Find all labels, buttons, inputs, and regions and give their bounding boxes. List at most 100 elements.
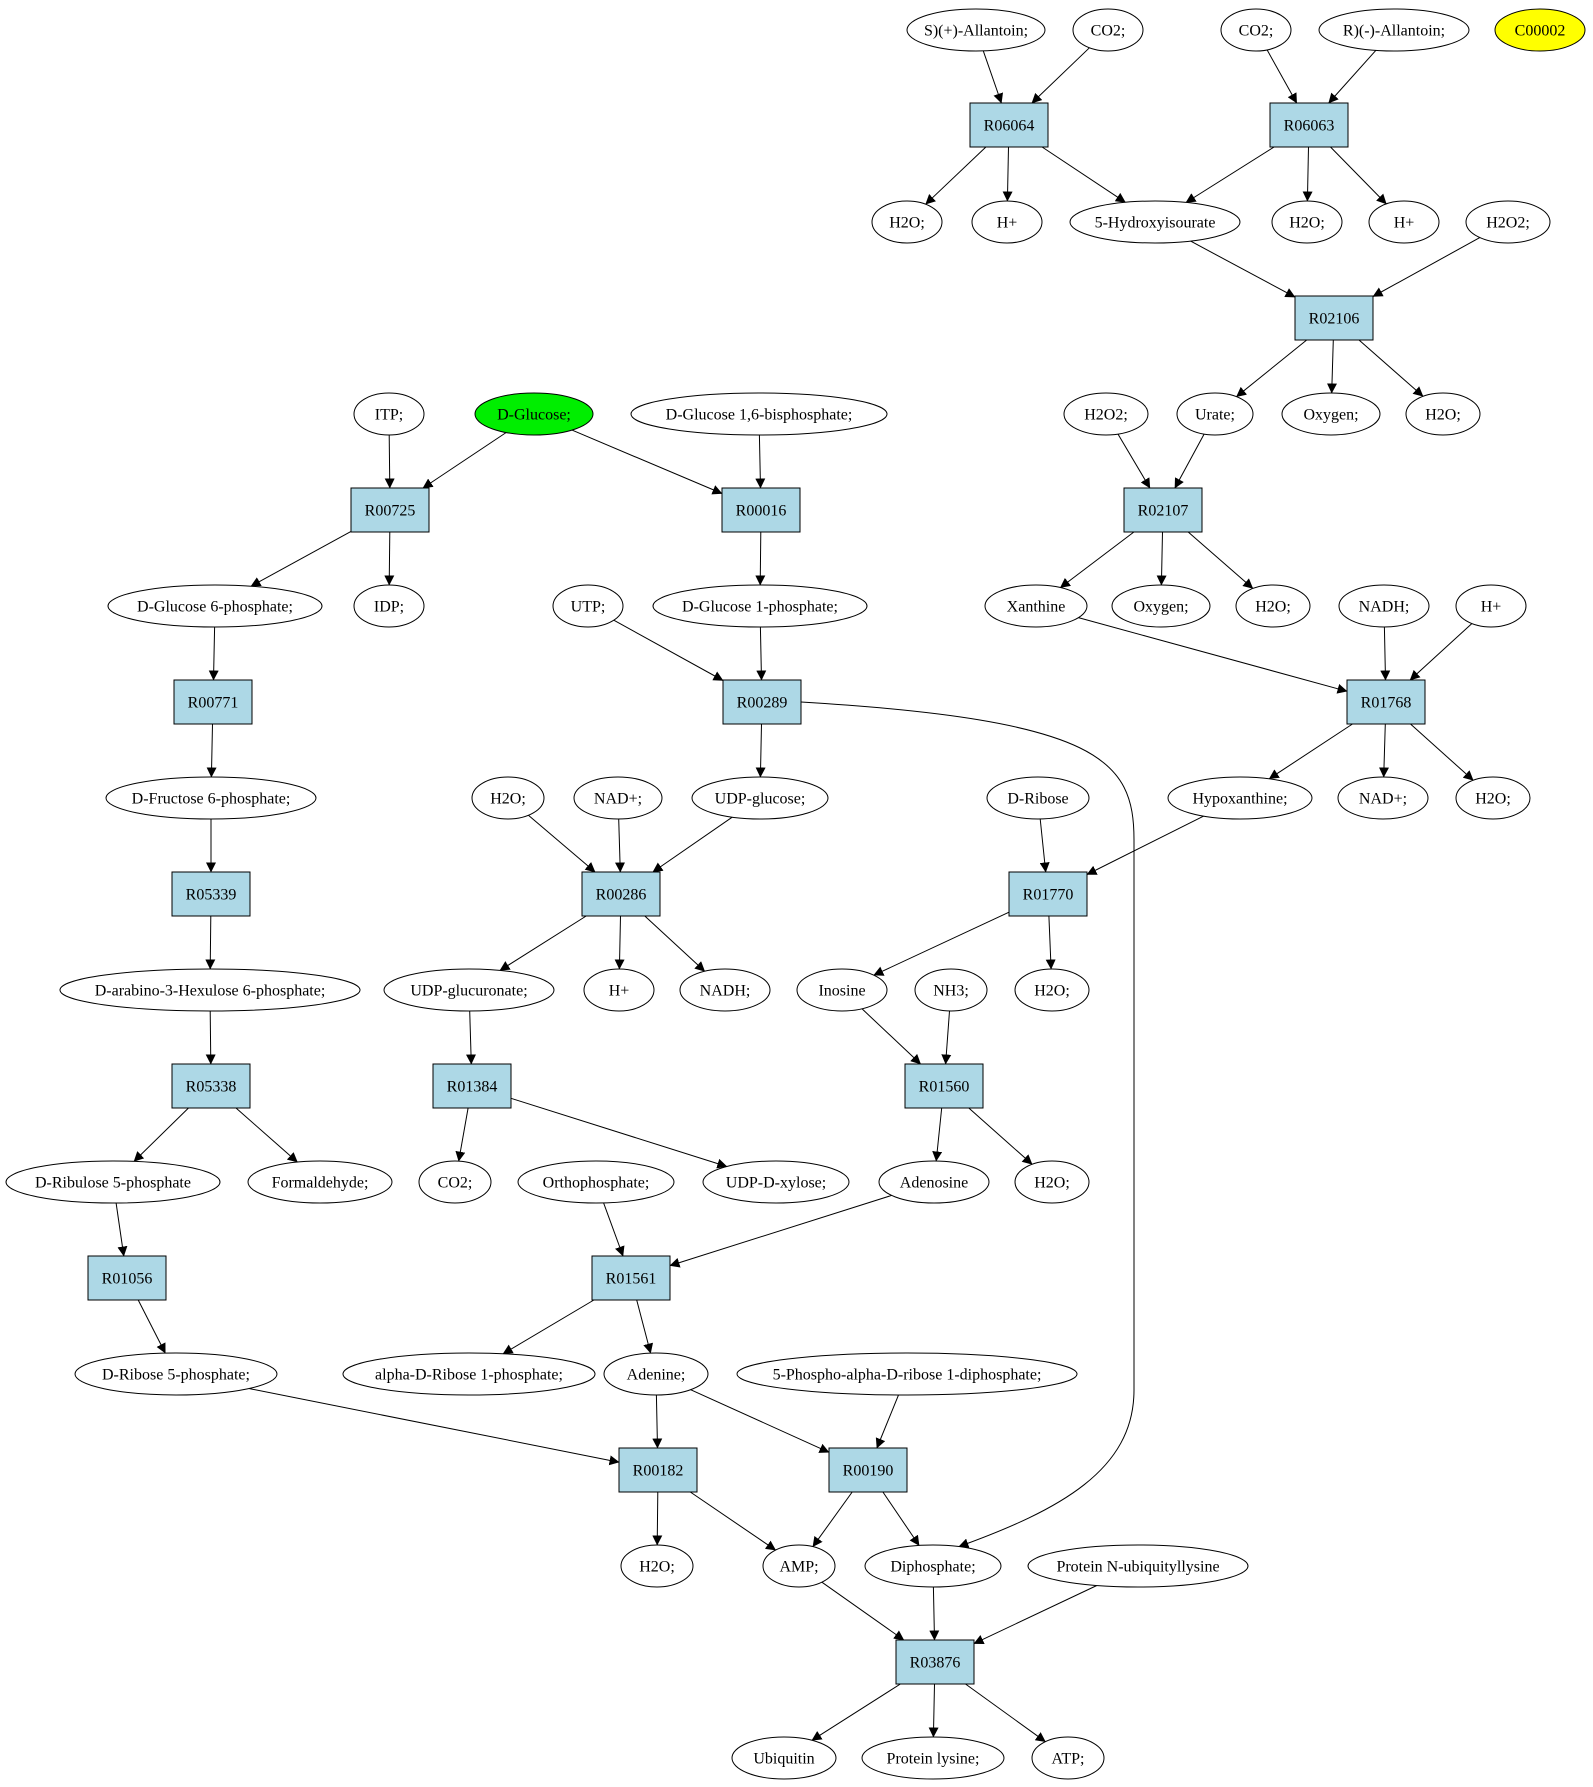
metabolite-node-ribose1p[interactable]: alpha-D-Ribose 1-phosphate; — [342, 1352, 596, 1396]
metabolite-node-dribose[interactable]: D-Ribose — [986, 776, 1090, 820]
reaction-node-r00289[interactable]: R00289 — [722, 679, 802, 725]
metabolite-node-atp[interactable]: ATP; — [1031, 1736, 1105, 1780]
metabolite-node-hplus-2[interactable]: H+ — [1368, 200, 1440, 244]
reaction-node-r00771[interactable]: R00771 — [173, 679, 253, 725]
metabolite-node-orthophosphate[interactable]: Orthophosphate; — [517, 1160, 675, 1204]
metabolite-node-adenosine[interactable]: Adenosine — [878, 1160, 990, 1204]
metabolite-label: Ubiquitin — [753, 1751, 814, 1768]
metabolite-node-hydroxyisourate[interactable]: 5-Hydroxyisourate — [1069, 200, 1241, 244]
metabolite-node-idp[interactable]: IDP; — [353, 584, 425, 628]
metabolite-node-sallantoin[interactable]: S)(+)-Allantoin; — [906, 8, 1046, 52]
metabolite-node-protubiq[interactable]: Protein N-ubiquityllysine — [1027, 1544, 1249, 1588]
metabolite-node-h2o-8[interactable]: H2O; — [1014, 1160, 1090, 1204]
metabolite-node-h2o2-1[interactable]: H2O2; — [1465, 200, 1551, 244]
metabolite-node-h2o-6[interactable]: H2O; — [1455, 776, 1531, 820]
metabolite-node-hplus-3[interactable]: H+ — [1455, 584, 1527, 628]
metabolite-node-nadh-2[interactable]: NADH; — [679, 968, 771, 1012]
reaction-node-r00286[interactable]: R00286 — [581, 871, 661, 917]
metabolite-node-oxygen-1[interactable]: Oxygen; — [1281, 392, 1381, 436]
metabolite-ellipse — [1318, 8, 1470, 52]
metabolite-label: Protein lysine; — [887, 1751, 980, 1768]
reaction-node-r00725[interactable]: R00725 — [350, 487, 430, 533]
metabolite-node-utp[interactable]: UTP; — [552, 584, 624, 628]
reaction-node-r05339[interactable]: R05339 — [171, 871, 251, 917]
metabolite-node-diphosphate[interactable]: Diphosphate; — [864, 1544, 1002, 1588]
metabolite-ellipse — [1027, 1544, 1249, 1588]
metabolite-node-h2o-5[interactable]: H2O; — [471, 776, 545, 820]
reaction-box — [350, 487, 430, 533]
metabolite-node-urate[interactable]: Urate; — [1176, 392, 1254, 436]
reaction-node-r01561[interactable]: R01561 — [591, 1255, 671, 1301]
metabolite-label: Adenine; — [627, 1367, 686, 1384]
metabolite-node-h2o-4[interactable]: H2O; — [1235, 584, 1311, 628]
metabolite-node-nh3[interactable]: NH3; — [914, 968, 988, 1012]
reaction-box — [591, 1255, 671, 1301]
metabolite-node-prpp[interactable]: 5-Phospho-alpha-D-ribose 1-diphosphate; — [736, 1352, 1078, 1396]
metabolite-node-nadplus-2[interactable]: NAD+; — [1337, 776, 1429, 820]
metabolite-node-udpglucuronate[interactable]: UDP-glucuronate; — [383, 968, 555, 1012]
metabolite-ellipse — [1014, 968, 1090, 1012]
reaction-node-r00182[interactable]: R00182 — [618, 1447, 698, 1493]
reaction-node-r01560[interactable]: R01560 — [904, 1063, 984, 1109]
metabolite-node-formaldehyde[interactable]: Formaldehyde; — [247, 1160, 393, 1204]
metabolite-node-hplus-1[interactable]: H+ — [971, 200, 1043, 244]
metabolite-node-c00002[interactable]: C00002 — [1494, 8, 1586, 52]
metabolite-node-inosine[interactable]: Inosine — [796, 968, 888, 1012]
reaction-node-r01056[interactable]: R01056 — [87, 1255, 167, 1301]
metabolite-node-f6p[interactable]: D-Fructose 6-phosphate; — [105, 776, 317, 820]
metabolite-node-hexulose6p[interactable]: D-arabino-3-Hexulose 6-phosphate; — [59, 968, 361, 1012]
metabolite-node-ribose5p[interactable]: D-Ribose 5-phosphate; — [74, 1352, 278, 1396]
edge-r_R00725-to-m_g6p — [250, 530, 352, 587]
metabolite-node-g16bp[interactable]: D-Glucose 1,6-bisphosphate; — [630, 392, 888, 436]
metabolite-node-h2o-9[interactable]: H2O; — [620, 1544, 694, 1588]
reaction-node-r03876[interactable]: R03876 — [895, 1639, 975, 1685]
metabolite-node-adenine[interactable]: Adenine; — [603, 1352, 709, 1396]
edge-m_h2o2_2-to-r_R02107 — [1117, 433, 1151, 489]
reaction-node-r01770[interactable]: R01770 — [1008, 871, 1088, 917]
metabolite-node-nadplus-1[interactable]: NAD+; — [573, 776, 663, 820]
metabolite-node-g1p[interactable]: D-Glucose 1-phosphate; — [652, 584, 868, 628]
metabolite-node-h2o-3[interactable]: H2O; — [1405, 392, 1481, 436]
reaction-label: R01768 — [1361, 695, 1412, 712]
edge-r_R01561-to-m_ribose1p — [502, 1299, 595, 1355]
reaction-node-r02107[interactable]: R02107 — [1123, 487, 1203, 533]
edge-m_orthophosphate-to-r_R01561 — [603, 1202, 625, 1257]
metabolite-node-udpxylose[interactable]: UDP-D-xylose; — [702, 1160, 850, 1204]
reaction-node-r01768[interactable]: R01768 — [1346, 679, 1426, 725]
metabolite-node-proteinlysine[interactable]: Protein lysine; — [861, 1736, 1005, 1780]
metabolite-node-amp[interactable]: AMP; — [762, 1544, 836, 1588]
metabolite-node-h2o-1[interactable]: H2O; — [871, 200, 943, 244]
metabolite-node-ubiquitin[interactable]: Ubiquitin — [731, 1736, 837, 1780]
metabolite-node-co2-b[interactable]: CO2; — [1220, 8, 1292, 52]
reaction-node-r01384[interactable]: R01384 — [432, 1063, 512, 1109]
reaction-node-r00016[interactable]: R00016 — [721, 487, 801, 533]
reaction-box — [1294, 295, 1374, 341]
edge-m_amp-to-r_R03876 — [821, 1581, 905, 1641]
metabolite-node-xanthine[interactable]: Xanthine — [984, 584, 1088, 628]
metabolite-node-hypoxanthine[interactable]: Hypoxanthine; — [1167, 776, 1313, 820]
metabolite-node-itp[interactable]: ITP; — [353, 392, 425, 436]
metabolite-node-co2-a[interactable]: CO2; — [1072, 8, 1144, 52]
metabolite-node-h2o-7[interactable]: H2O; — [1014, 968, 1090, 1012]
metabolite-label: UTP; — [571, 599, 606, 616]
metabolite-node-h2o-2[interactable]: H2O; — [1271, 200, 1343, 244]
reaction-node-r06064[interactable]: R06064 — [969, 102, 1049, 148]
metabolite-node-g6p[interactable]: D-Glucose 6-phosphate; — [107, 584, 323, 628]
metabolite-node-rallantoin[interactable]: R)(-)-Allantoin; — [1318, 8, 1470, 52]
metabolite-node-ribulose5p[interactable]: D-Ribulose 5-phosphate — [5, 1160, 221, 1204]
metabolite-node-nadh-1[interactable]: NADH; — [1338, 584, 1430, 628]
metabolite-node-dglucose[interactable]: D-Glucose; — [474, 392, 594, 436]
metabolite-node-udpglucose[interactable]: UDP-glucose; — [691, 776, 829, 820]
reaction-node-r02106[interactable]: R02106 — [1294, 295, 1374, 341]
reaction-node-r00190[interactable]: R00190 — [828, 1447, 908, 1493]
metabolite-node-h2o2-2[interactable]: H2O2; — [1063, 392, 1149, 436]
metabolite-node-co2-c[interactable]: CO2; — [418, 1160, 492, 1204]
metabolite-node-hplus-4[interactable]: H+ — [583, 968, 655, 1012]
reaction-node-r05338[interactable]: R05338 — [171, 1063, 251, 1109]
reaction-node-r06063[interactable]: R06063 — [1269, 102, 1349, 148]
reaction-box — [87, 1255, 167, 1301]
metabolite-label: D-Glucose; — [497, 407, 571, 424]
edge-r_R03876-to-m_proteinlysine — [928, 1683, 939, 1738]
metabolite-ellipse — [971, 200, 1043, 244]
metabolite-node-oxygen-2[interactable]: Oxygen; — [1111, 584, 1211, 628]
